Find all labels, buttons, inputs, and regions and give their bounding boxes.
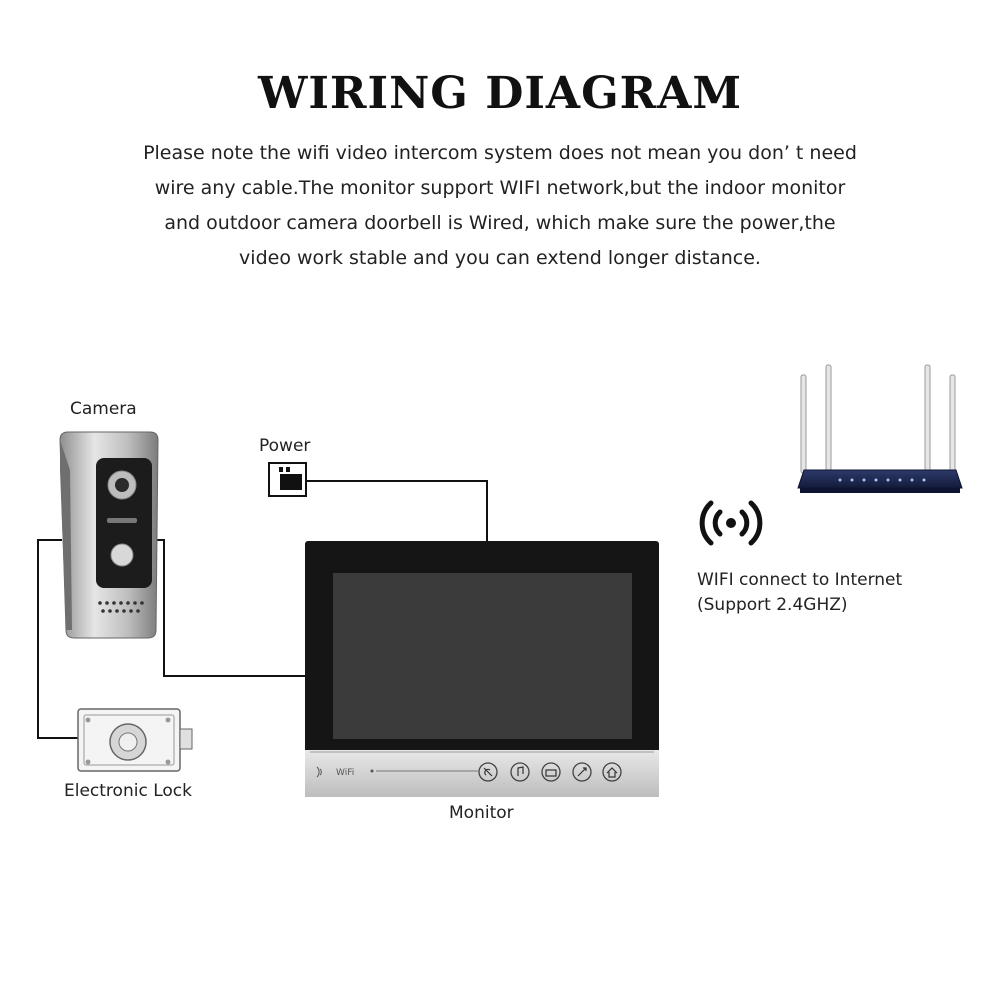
wifi-signal-icon bbox=[699, 500, 763, 546]
description: Please note the wifi video intercom syst… bbox=[80, 136, 920, 276]
button-glyphs bbox=[483, 766, 618, 778]
power-label: Power bbox=[259, 436, 311, 456]
wire-camera-to-monitor bbox=[150, 539, 307, 677]
electronic-lock bbox=[77, 708, 193, 772]
monitor-control-bar bbox=[305, 750, 659, 797]
wire-camera-to-lock bbox=[37, 539, 78, 739]
description-line: wire any cable.The monitor support WIFI … bbox=[154, 177, 846, 199]
music-button-icon bbox=[510, 762, 530, 782]
camera-doorbell bbox=[59, 431, 159, 639]
monitor-buttons bbox=[478, 762, 622, 782]
wire-power-to-monitor bbox=[306, 480, 488, 545]
monitor-button-icon bbox=[541, 762, 561, 782]
monitor-wifi-badge: WiFi bbox=[336, 768, 354, 778]
monitor-label: Monitor bbox=[449, 803, 514, 823]
wifi-indicator-icon bbox=[316, 766, 322, 778]
wifi-caption-line: WIFI connect to Internet bbox=[697, 570, 903, 590]
page-title: WIRING DIAGRAM bbox=[257, 68, 743, 119]
indoor-monitor: WiFi bbox=[305, 541, 659, 797]
camera-label: Camera bbox=[70, 399, 137, 419]
wifi-router bbox=[797, 364, 963, 493]
power-adapter-icon bbox=[268, 462, 307, 497]
description-line: video work stable and you can extend lon… bbox=[239, 247, 761, 269]
monitor-screen bbox=[333, 573, 632, 739]
unlock-button-icon bbox=[572, 762, 592, 782]
description-line: Please note the wifi video intercom syst… bbox=[143, 142, 857, 164]
wifi-caption: WIFI connect to Internet (Support 2.4GHZ… bbox=[697, 568, 902, 618]
call-button-icon bbox=[110, 543, 134, 567]
wifi-caption-line: (Support 2.4GHZ) bbox=[697, 595, 848, 615]
home-button-icon bbox=[602, 762, 622, 782]
mute-button-icon bbox=[478, 762, 498, 782]
electronic-lock-label: Electronic Lock bbox=[64, 781, 192, 801]
description-line: and outdoor camera doorbell is Wired, wh… bbox=[164, 212, 836, 234]
